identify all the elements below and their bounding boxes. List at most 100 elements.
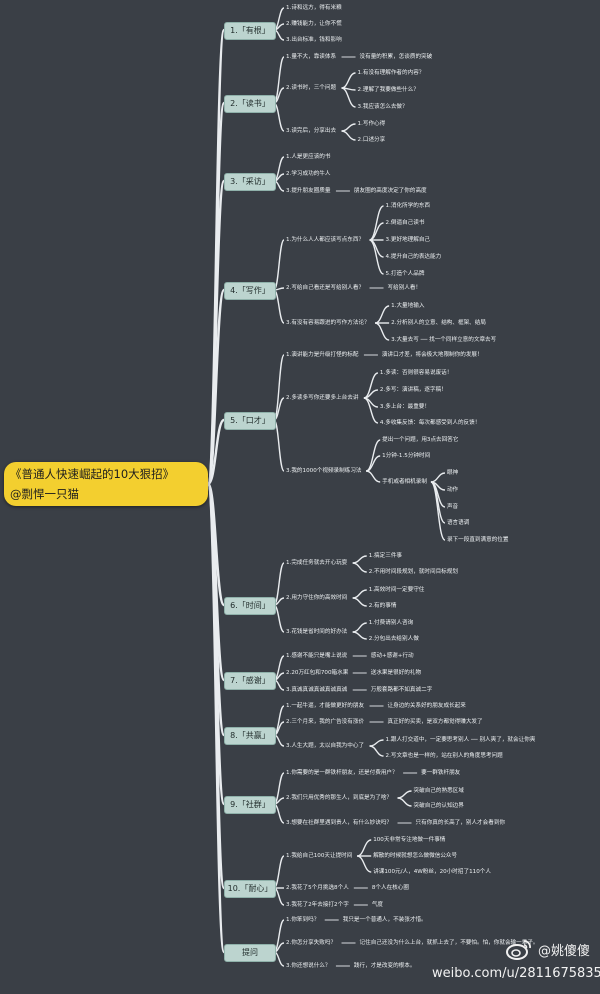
leaf-item: 100天非常专注地做一件事情 (373, 837, 446, 843)
branch-item: 2.写给自己看还是写给别人看？ (286, 285, 365, 291)
topic-node[interactable]: 6.「时间」 (224, 597, 276, 615)
branch-note: 气度 (371, 902, 384, 908)
leaf-item: 3.多上台：最重要！ (379, 404, 430, 410)
leaf-item: 2.多写：演讲稿，逐字稿！ (379, 387, 447, 393)
branch-item: 3.真诚真诚真诚真诚真诚 (286, 687, 348, 693)
branch-note: 朋友圈的高度决定了你的高度 (353, 188, 427, 194)
leaf-item: 4.提升自己的表达能力 (385, 254, 442, 260)
leaf-item: 1.付费请别人咨询 (368, 620, 414, 626)
leaf-item: 3.我应该怎么去做？ (357, 104, 408, 110)
branch-item: 1.你笨到吗？ (286, 917, 320, 923)
branch-item: 3.你还想说什么？ (286, 963, 331, 969)
leaf-subitem: 语言语调 (446, 520, 470, 526)
leaf-subitem: 动作 (446, 487, 459, 493)
branch-item: 2.我花了5个月挑选8个人 (286, 885, 349, 891)
branch-item: 1.量不大，靠读体系 (286, 54, 337, 60)
leaf-item: 解散的时候就想怎么做微信公众号 (373, 853, 458, 859)
topic-node[interactable]: 2.「读书」 (224, 95, 276, 113)
topic-node[interactable]: 7.「感谢」 (224, 672, 276, 690)
leaf-item: 5.打造个人品牌 (385, 271, 425, 277)
leaf-item: 1.有没有理解作者的内容？ (357, 70, 425, 76)
branch-item: 1.为什么人人都应该写点东西？ (286, 237, 365, 243)
branch-item: 3.出台标准，钱和影响 (286, 37, 342, 43)
branch-note: 演讲口才差，将会极大地限制你的发展！ (381, 352, 483, 358)
topic-node[interactable]: 5.「口才」 (224, 412, 276, 430)
branch-note: 送水果是很好的礼物 (370, 670, 422, 676)
root-node[interactable]: 《普通人快速崛起的10大狠招》 @剽悍一只猫 (4, 462, 208, 506)
leaf-item: 3.大量去写 ── 找一个同样立意的文章去写 (391, 337, 497, 343)
branch-item: 1.人是更应该的书 (286, 154, 331, 160)
branch-note: 真正好的买卖，是双方都觉得赚大发了 (387, 719, 483, 725)
leaf-item: 2.分包出去给别人做 (368, 636, 419, 642)
topic-node[interactable]: 9.「社群」 (224, 796, 276, 814)
leaf-item: 提出一个问题，用3点去回答它 (382, 437, 459, 443)
leaf-item: 突破自己的认知边界 (413, 803, 464, 809)
branch-note: 写给别人看！ (387, 285, 422, 291)
leaf-item: 1.高效时间一定要守住 (368, 587, 425, 593)
topic-node[interactable]: 10.「耐心」 (224, 880, 276, 898)
branch-note: 感动+感谢+行动 (370, 653, 414, 659)
branch-note: 8个人在核心圈 (371, 885, 409, 891)
leaf-item: 1.搞定三件事 (368, 553, 403, 559)
branch-item: 1.你需要的是一群铁杆朋友，还是付费用户？ (286, 770, 398, 776)
branch-item: 2.多读多写你还要多上台去讲 (286, 395, 359, 401)
topic-node[interactable]: 提问 (224, 944, 276, 962)
leaf-item: 2.写文章也是一样的，站在别人的角度思考问题 (385, 753, 503, 759)
leaf-item: 2.口述分享 (357, 137, 386, 143)
branch-note: 让身边的关系好的朋友成长起来 (387, 703, 466, 709)
branch-item: 3.想要在社群里遇到贵人，有什么妙诀吗？ (286, 820, 393, 826)
leaf-item: 2.不用时间段规划，就时间目标规划 (368, 569, 458, 575)
branch-item: 2.你怎分享失败吗？ (286, 940, 337, 946)
topic-node[interactable]: 3.「采访」 (224, 173, 276, 191)
leaf-subitem: 眼神 (446, 470, 459, 476)
branch-item: 3.花钱是省时间的好办法 (286, 629, 348, 635)
branch-item: 1.一起牛逼，才能做更好的朋友 (286, 703, 365, 709)
branch-item: 3.提升朋友圈质量 (286, 188, 331, 194)
watermark-url: weibo.com/u/2811675835 (432, 966, 600, 981)
leaf-item: 1分钟-1.5分钟时间 (382, 453, 431, 459)
branch-note: 记住自己还没为什么上台，就抓上去了，不要怕。怕，你就会输一辈子。 (359, 940, 539, 946)
leaf-item: 手机或者相机录制 (382, 479, 427, 485)
branch-note: 没有量的积累，怎谈质的突破 (359, 54, 433, 60)
branch-note: 只有你真的长高了，别人才会看到你 (415, 820, 506, 826)
branch-item: 2.读书时，三个问题 (286, 85, 337, 91)
watermark-name: @姚傻傻 (538, 944, 591, 959)
weibo-icon (506, 940, 531, 960)
branch-note: 践行，才是改变的根本。 (353, 963, 416, 969)
leaf-item: 2.分析别人的立意、结构、框架、结局 (391, 320, 486, 326)
branch-item: 2.用力守住你的高效时间 (286, 595, 348, 601)
leaf-item: 1.跟人打交道中，一定要思考别人 ── 别人爽了，就会让你爽 (385, 737, 536, 743)
leaf-item: 1.大量地输入 (391, 303, 425, 309)
branch-note: 我只是一个普通人，不装张才惜。 (342, 917, 427, 923)
branch-note: 万般套路都不如真诚二字 (370, 687, 433, 693)
leaf-item: 1.多读：否则很容易说废话！ (379, 370, 453, 376)
topic-node[interactable]: 1.「有根」 (224, 22, 276, 40)
branch-item: 3.人生大题，太以自我为中心了 (286, 743, 365, 749)
leaf-subitem: 录下一段直到满意的位置 (446, 537, 509, 543)
topic-node[interactable]: 8.「共赢」 (224, 727, 276, 745)
branch-item: 1.我给自己100天让提时间 (286, 853, 353, 859)
root-author: @剽悍一只猫 (10, 487, 79, 501)
leaf-item: 2.理解了我要做些什么？ (357, 87, 419, 93)
branch-note: 要一群铁杆朋友 (421, 770, 461, 776)
branch-item: 3.读完后，分享出去 (286, 128, 337, 134)
branch-item: 2.赚钱能力，让你不慌 (286, 21, 342, 27)
topic-node[interactable]: 4.「写作」 (224, 282, 276, 300)
leaf-item: 4.多收集反馈：每次都感受到人的反馈！ (379, 420, 481, 426)
leaf-item: 2.有的事情 (368, 603, 397, 609)
leaf-item: 2.倒逼自己读书 (385, 220, 425, 226)
branch-item: 3.我的1000个视频录制练习法 (286, 468, 362, 474)
leaf-item: 1.消化所学的东西 (385, 203, 431, 209)
branch-item: 2.我们只用优秀的那生人，到底是为了啥？ (286, 795, 393, 801)
branch-item: 1.感谢不能只是嘴上说说 (286, 653, 348, 659)
branch-item: 1.演讲能力是升级打怪的标配 (286, 352, 359, 358)
branch-item: 1.完成任务就去开心玩耍 (286, 560, 348, 566)
branch-item: 3.有没有容易跟进的写作方法论？ (286, 320, 370, 326)
branch-item: 2.三个月来，我的广告没有涨价 (286, 719, 365, 725)
leaf-item: 讲课100元/人，4W粉丝，20小时招了110个人 (373, 869, 491, 875)
root-title: 《普通人快速崛起的10大狠招》 (10, 467, 175, 481)
leaf-subitem: 声音 (446, 504, 459, 510)
branch-item: 1.诗和远方，得有米粮 (286, 5, 342, 11)
branch-item: 3.我花了2年去接打2个字 (286, 902, 349, 908)
